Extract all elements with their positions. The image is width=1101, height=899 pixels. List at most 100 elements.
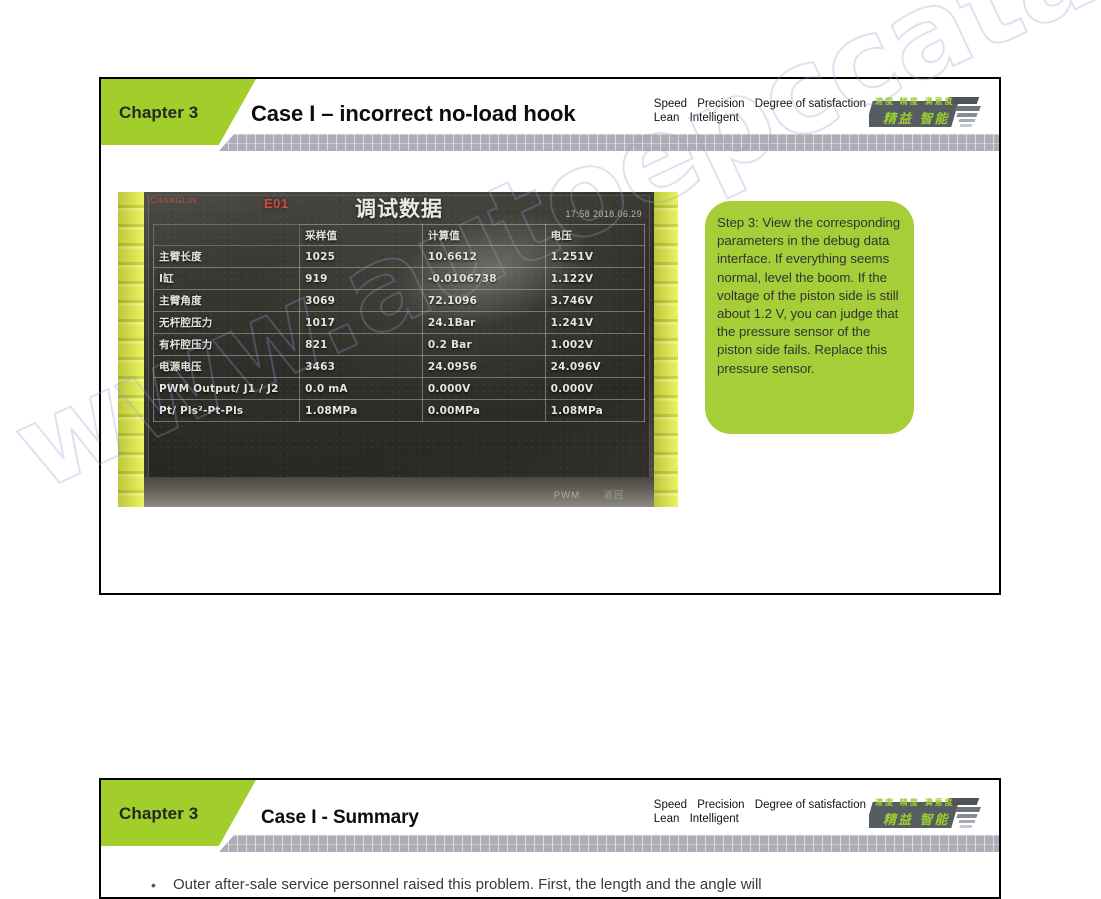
header-ribbon [219,134,999,151]
slogan-line-2: Lean Intelligent [654,812,873,826]
logo-stripe [955,807,981,812]
table-row-label: 主臂角度 [152,289,301,312]
step-callout-text: Step 3: View the corresponding parameter… [717,215,901,376]
table-row-label: 电源电压 [152,355,301,378]
slogan-line-1: Speed Precision Degree of satisfaction [654,97,873,111]
table-cell: 10.6612 [421,245,546,268]
step-callout: Step 3: View the corresponding parameter… [705,201,914,434]
page-title: Case I - Summary [261,807,419,828]
table-cell: 1.122V [544,267,646,290]
bullet-marker: • [151,877,156,893]
table-row-label: Pt/ Pls²-Pt-Pls [152,399,301,422]
table-cell: 1.002V [544,333,646,356]
logo-top-text: 速度 精度 满意度 [875,798,955,807]
slogan-word-intelligent: Intelligent [689,112,739,124]
panel-bezel-bottom [144,477,654,507]
table-cell: 0.00MPa [421,399,546,422]
table-cell: 0.000V [544,377,646,400]
screen-code-label: E01 [264,196,289,211]
brand-logo-icon: 速度 精度 满意度 精益 智能 [869,95,981,129]
slide-1-header: Chapter 3 Case I – incorrect no-load hoo… [101,79,999,151]
table-cell: 24.0956 [421,355,546,378]
debug-screen-photo: CHANGLIN E01 调试数据 17:58 2018.06.29 采样值计算… [118,192,678,507]
table-cell: 1025 [299,245,423,268]
chapter-label: Chapter 3 [119,804,199,823]
table-cell: 1.08MPa [299,399,423,422]
logo-top-text: 速度 精度 满意度 [875,97,955,106]
table-header-cell: 计算值 [421,224,546,246]
table-cell: 3.746V [544,289,646,312]
yellow-rail-left [118,192,144,507]
screen-back-button[interactable]: 返回 [603,491,624,501]
table-cell: 0.0 mA [299,377,423,400]
summary-bullet-item: • Outer after-sale service personnel rai… [151,875,979,895]
table-cell: 24.1Bar [421,311,546,334]
chapter-label: Chapter 3 [119,103,199,122]
table-row-label: I缸 [152,267,301,290]
screen-pwm-label: PWM [553,490,580,501]
slide-2-header: Chapter 3 Case I - Summary Speed Precisi… [101,780,999,852]
table-row-label: 有杆腔压力 [152,333,301,356]
table-cell: 3463 [299,355,423,378]
logo-stripe [955,106,981,111]
chapter-tab: Chapter 3 [101,780,256,846]
slogan-line-1: Speed Precision Degree of satisfaction [654,798,873,812]
slogan-block: Speed Precision Degree of satisfaction L… [654,97,873,125]
screen-title: 调试数据 [355,197,443,221]
slogan-word-intelligent: Intelligent [689,813,739,825]
bullet-text: Outer after-sale service personnel raise… [173,876,762,893]
table-row-label: 无杆腔压力 [152,311,301,334]
slogan-word-speed: Speed [653,98,688,110]
logo-stripe [956,113,978,117]
logo-stripe [959,124,973,127]
screen-timestamp: 17:58 2018.06.29 [565,209,642,219]
slogan-block: Speed Precision Degree of satisfaction L… [654,798,873,826]
table-cell: 72.1096 [421,289,546,312]
slide-case-detail: Chapter 3 Case I – incorrect no-load hoo… [99,77,1001,595]
logo-stripe [959,825,973,828]
header-ribbon [219,835,999,852]
slogan-word-precision: Precision [697,799,745,811]
table-header-cell [152,224,301,246]
slide-case-summary: Chapter 3 Case I - Summary Speed Precisi… [99,778,1001,899]
slogan-word-satisfaction: Degree of satisfaction [754,799,866,811]
table-row-label: PWM Output/ J1 / J2 [152,377,301,400]
table-header-cell: 采样值 [299,224,423,246]
slogan-word-satisfaction: Degree of satisfaction [754,98,866,110]
logo-stripe [956,814,978,818]
table-cell: 3069 [299,289,423,312]
slogan-word-speed: Speed [653,799,688,811]
table-cell: 1017 [299,311,423,334]
slogan-word-precision: Precision [697,98,745,110]
slogan-word-lean: Lean [653,112,680,124]
table-header-cell: 电压 [544,224,646,246]
brand-logo-icon: 速度 精度 满意度 精益 智能 [869,796,981,830]
table-cell: 24.096V [544,355,646,378]
screen-brand-label: CHANGLIN [150,196,198,205]
logo-stripe [958,119,976,122]
table-cell: 1.251V [544,245,646,268]
table-cell: 1.241V [544,311,646,334]
table-cell: 1.08MPa [544,399,646,422]
table-cell: -0.0106738 [421,267,546,290]
table-cell: 919 [299,267,423,290]
table-row-label: 主臂长度 [152,245,301,268]
yellow-rail-right [654,192,678,507]
logo-main-text: 精益 智能 [883,813,950,828]
logo-stripe [958,820,976,823]
logo-main-text: 精益 智能 [883,112,950,127]
page-title: Case I – incorrect no-load hook [251,101,576,126]
table-header-row: 采样值计算值电压 [152,224,646,246]
slogan-word-lean: Lean [653,813,680,825]
display-panel: CHANGLIN E01 调试数据 17:58 2018.06.29 采样值计算… [144,192,654,507]
chapter-tab: Chapter 3 [101,79,256,145]
slogan-line-2: Lean Intelligent [654,111,873,125]
table-cell: 0.2 Bar [421,333,546,356]
table-cell: 0.000V [421,377,546,400]
